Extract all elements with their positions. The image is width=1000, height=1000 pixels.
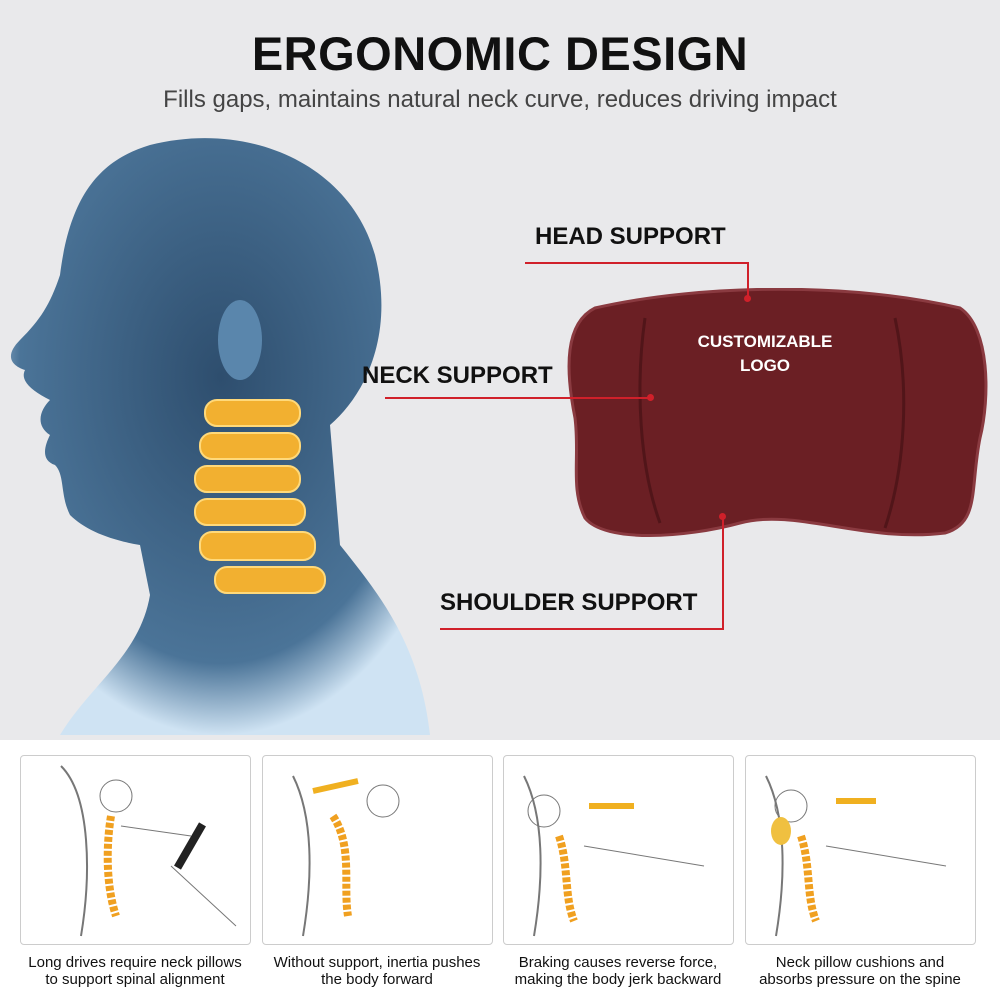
page-subtitle: Fills gaps, maintains natural neck curve… xyxy=(163,86,837,113)
shoulder-support-pointer-vertical xyxy=(722,518,724,630)
scenario-panel-long-drive xyxy=(20,755,251,945)
scenario-panel-pillow-cushion xyxy=(745,755,976,945)
caption-line: Neck pillow cushions and xyxy=(775,954,945,971)
scenario-panel-no-support xyxy=(262,755,493,945)
caption-line: Long drives require neck pillows xyxy=(28,954,242,971)
caption-line: the body forward xyxy=(321,971,433,988)
caption-line: making the body jerk backward xyxy=(514,971,722,988)
forward-arrow-icon xyxy=(312,778,359,794)
caption-line: Without support, inertia pushes xyxy=(273,954,481,971)
neck-support-dot xyxy=(647,394,654,401)
neck-pillow-image xyxy=(567,288,988,537)
neck-support-pointer xyxy=(385,397,650,399)
logo-text-line2: LOGO xyxy=(739,356,791,375)
caption-braking: Braking causes reverse force,making the … xyxy=(493,954,743,988)
shoulder-support-pointer xyxy=(440,628,724,630)
caption-line: absorbs pressure on the spine xyxy=(759,971,961,988)
head-xray-illustration xyxy=(10,138,431,735)
cervical-spine xyxy=(194,399,326,594)
logo-text-line1: CUSTOMIZABLE xyxy=(697,332,833,351)
head-support-dot xyxy=(744,295,751,302)
customizable-logo-area: CUSTOMIZABLE LOGO xyxy=(680,330,850,378)
caption-line: Braking causes reverse force, xyxy=(518,954,718,971)
caption-line: to support spinal alignment xyxy=(45,971,225,988)
scenario-panel-braking xyxy=(503,755,734,945)
head-support-pointer xyxy=(525,262,749,264)
head-support-pointer-vertical xyxy=(747,262,749,298)
shoulder-support-label: SHOULDER SUPPORT xyxy=(440,589,698,616)
page-title: ERGONOMIC DESIGN xyxy=(251,27,749,80)
shoulder-support-dot xyxy=(719,513,726,520)
head-support-label: HEAD SUPPORT xyxy=(535,223,726,250)
neck-support-label: NECK SUPPORT xyxy=(362,362,553,389)
